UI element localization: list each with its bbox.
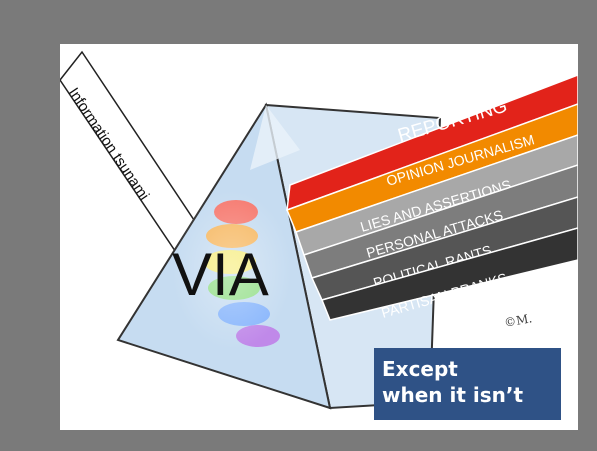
beam-band — [320, 227, 578, 321]
beam-band — [286, 103, 578, 233]
beam-band — [303, 164, 578, 279]
prism-highlight — [250, 105, 300, 170]
beam-band — [286, 74, 578, 212]
artist-signature: ©M. — [503, 311, 533, 330]
beam-band — [295, 134, 578, 256]
callout-line-2: when it isn’t — [382, 383, 524, 407]
prism-glow — [172, 190, 292, 350]
callout-line-1: Except — [382, 357, 458, 381]
beam-band — [310, 196, 578, 301]
prism-label: VIA — [172, 241, 269, 308]
except-callout: Except when it isn’t — [374, 348, 561, 420]
